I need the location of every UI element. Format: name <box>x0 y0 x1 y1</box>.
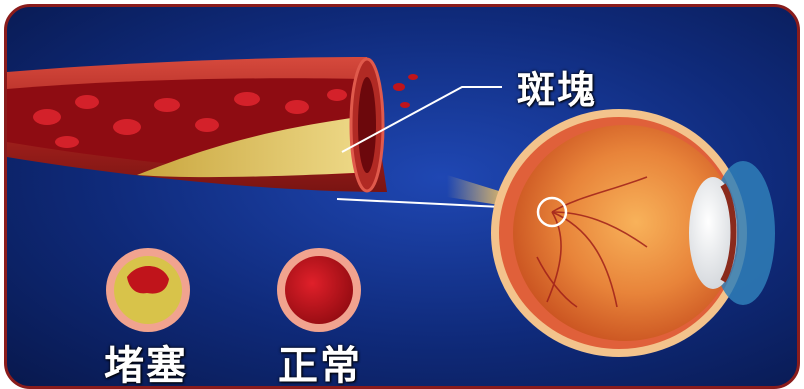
normal-cross-section <box>277 248 361 332</box>
artery-illustration <box>7 57 418 192</box>
plaque-label: 斑塊 <box>517 59 597 114</box>
diagram-canvas <box>7 7 797 386</box>
blocked-label: 堵塞 <box>104 333 188 389</box>
diagram-frame: 斑塊 堵塞 正常 <box>4 4 800 389</box>
eye-illustration <box>447 109 775 357</box>
blocked-cross-section <box>106 248 190 332</box>
normal-label: 正常 <box>278 333 362 389</box>
